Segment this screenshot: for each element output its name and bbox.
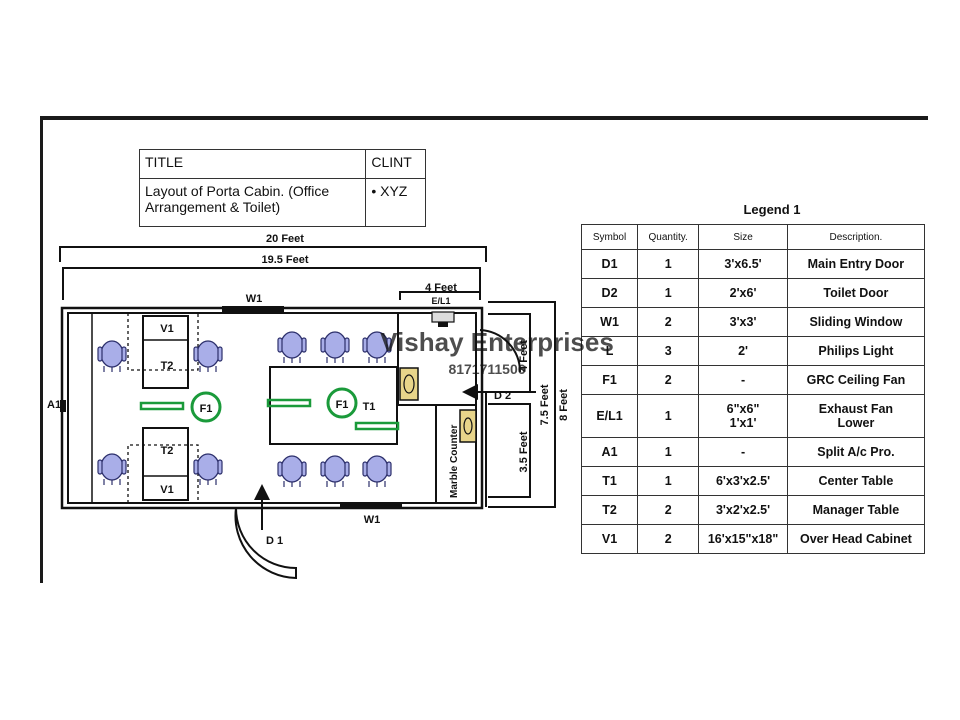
center-table-label: T1 xyxy=(363,401,376,413)
fan-center-label: F1 xyxy=(336,399,349,411)
door-toilet-label: D 2 xyxy=(494,390,511,402)
legend-cell-size: - xyxy=(698,437,788,467)
legend-cell-symbol: F1 xyxy=(580,365,639,395)
legend-cell-quantity: 1 xyxy=(637,278,700,308)
legend-cell-description: Over Head Cabinet xyxy=(786,524,926,554)
title-line-1: Layout of Porta Cabin. (Office xyxy=(145,183,330,200)
fan-left-label: F1 xyxy=(200,403,213,415)
legend-cell-size: 3'x3' xyxy=(698,307,788,337)
legend-cell-description: Toilet Door xyxy=(786,278,926,308)
ac-label: A1 xyxy=(47,399,61,411)
legend-cell-size: 16'x15"x18" xyxy=(698,524,788,554)
legend-cell-size: 3'x2'x2.5' xyxy=(698,495,788,525)
watermark-name: Vishay Enterprises xyxy=(380,327,614,357)
exhaust-label: E/L1 xyxy=(431,296,450,306)
exhaust-fan-icon xyxy=(431,311,455,323)
dim-8-label: 8 Feet xyxy=(558,389,570,421)
title-value: Layout of Porta Cabin. (Office Arrangeme… xyxy=(138,178,367,227)
legend-cell-quantity: 2 xyxy=(637,524,700,554)
title-line-2: Arrangement & Toilet) xyxy=(145,199,281,216)
legend-cell-size: 2'x6' xyxy=(698,278,788,308)
legend-cell-description: Manager Table xyxy=(786,495,926,525)
dim-total-label: 20 Feet xyxy=(266,233,304,245)
legend-cell-quantity: 2 xyxy=(637,495,700,525)
client-header: CLINT xyxy=(365,148,426,180)
legend-caption: Legend 1 xyxy=(743,202,801,217)
legend-cell-quantity: 1 xyxy=(637,466,700,496)
watermark-phone: 8171711506 xyxy=(448,361,525,377)
title-header: TITLE xyxy=(138,148,367,180)
ac-unit xyxy=(60,400,66,412)
dim-75-label: 7.5 Feet xyxy=(539,384,551,425)
cabinets-and-tables xyxy=(127,313,398,503)
legend-cell-quantity: 1 xyxy=(637,249,700,279)
window-bottom xyxy=(340,503,402,509)
dim-counter-label: 3.5 Feet xyxy=(518,431,530,472)
v1-top-label: V1 xyxy=(160,323,173,335)
wash-basin-icon xyxy=(399,367,419,401)
door-main-label: D 1 xyxy=(266,535,283,547)
t2-bottom-label: T2 xyxy=(161,445,174,457)
legend-cell-symbol: L xyxy=(580,336,639,366)
legend-cell-symbol: D2 xyxy=(580,278,639,308)
counter-label: Marble Counter xyxy=(449,425,460,498)
legend-cell-description: Main Entry Door xyxy=(786,249,926,279)
v1-bottom-label: V1 xyxy=(160,484,173,496)
window-top xyxy=(222,306,284,312)
dim-toilet-label: 4 Feet xyxy=(425,282,457,294)
fans-and-lights xyxy=(139,387,400,431)
sink-icon xyxy=(459,409,477,443)
legend-cell-quantity: 3 xyxy=(637,336,700,366)
legend-cell-description: Philips Light xyxy=(786,336,926,366)
legend-cell-quantity: 2 xyxy=(637,307,700,337)
legend-cell-description: GRC Ceiling Fan xyxy=(786,365,926,395)
dim-inner-label: 19.5 Feet xyxy=(261,254,308,266)
legend-cell-size: - xyxy=(698,365,788,395)
legend-header-symbol: Symbol xyxy=(580,224,639,250)
watermark: Vishay Enterprises 8171711506 xyxy=(380,327,614,377)
window-bottom-label: W1 xyxy=(364,514,381,526)
dim-toilet-side-label: 4 Feet xyxy=(518,340,530,372)
dimension-lines xyxy=(59,246,556,508)
plan-labels: 20 Feet 19.5 Feet 4 Feet E/L1 W1 W1 A1 D… xyxy=(47,233,570,547)
toilet-fixtures xyxy=(399,311,477,443)
client-value: • XYZ xyxy=(365,178,426,227)
t2-top-label: T2 xyxy=(161,360,174,372)
doors xyxy=(234,329,522,580)
window-top-label: W1 xyxy=(246,293,263,305)
legend-cell-description: Sliding Window xyxy=(786,307,926,337)
title-block: TITLE CLINT Layout of Porta Cabin. (Offi… xyxy=(138,148,426,227)
legend-cell-symbol: E/L1 xyxy=(580,394,639,438)
